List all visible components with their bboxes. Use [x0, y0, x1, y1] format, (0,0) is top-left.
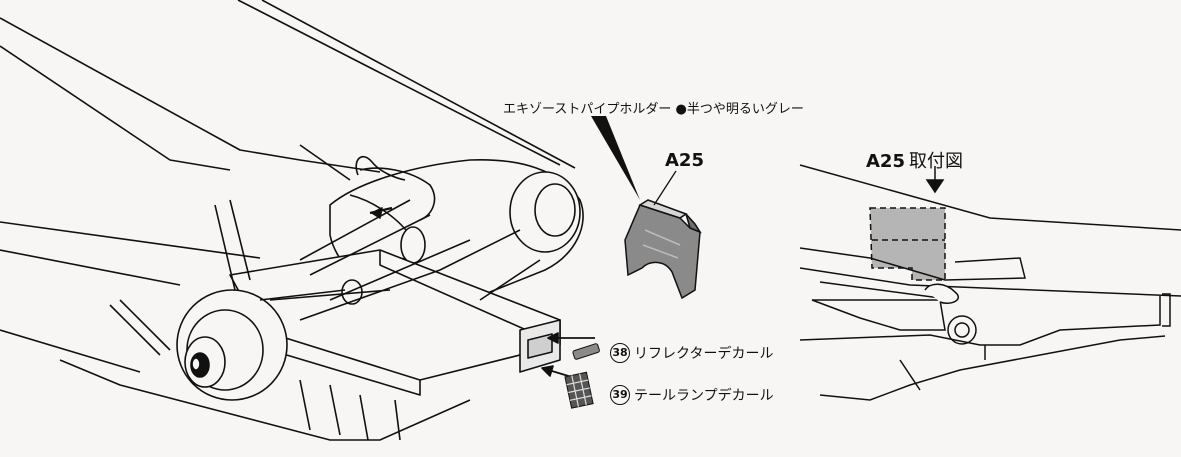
detail-part-number: A25 — [866, 151, 905, 172]
part-number-a25: A25 — [665, 150, 704, 171]
taillamp-decal-swatch — [564, 371, 594, 409]
decal-39: 39 テールランプデカール — [610, 385, 774, 405]
exhaust-holder-callout: エキゾーストパイプホルダー ●半つや明るいグレー — [503, 102, 804, 117]
reflector-decal-swatch — [572, 343, 600, 360]
a25-leader-line — [653, 170, 677, 206]
detail-title-suffix: 取付図 — [908, 151, 963, 172]
callout-pointer — [591, 116, 640, 200]
decal-39-number: 39 — [610, 385, 630, 405]
part-a25-holder — [624, 199, 702, 300]
a25-detail-view — [799, 164, 1181, 401]
decal-39-label: テールランプデカール — [634, 388, 774, 404]
decal-38: 38 リフレクターデカール — [610, 343, 773, 363]
decal-38-number: 38 — [610, 343, 630, 363]
car-rear-assembly — [0, 0, 595, 441]
decal-38-label: リフレクターデカール — [634, 346, 774, 362]
